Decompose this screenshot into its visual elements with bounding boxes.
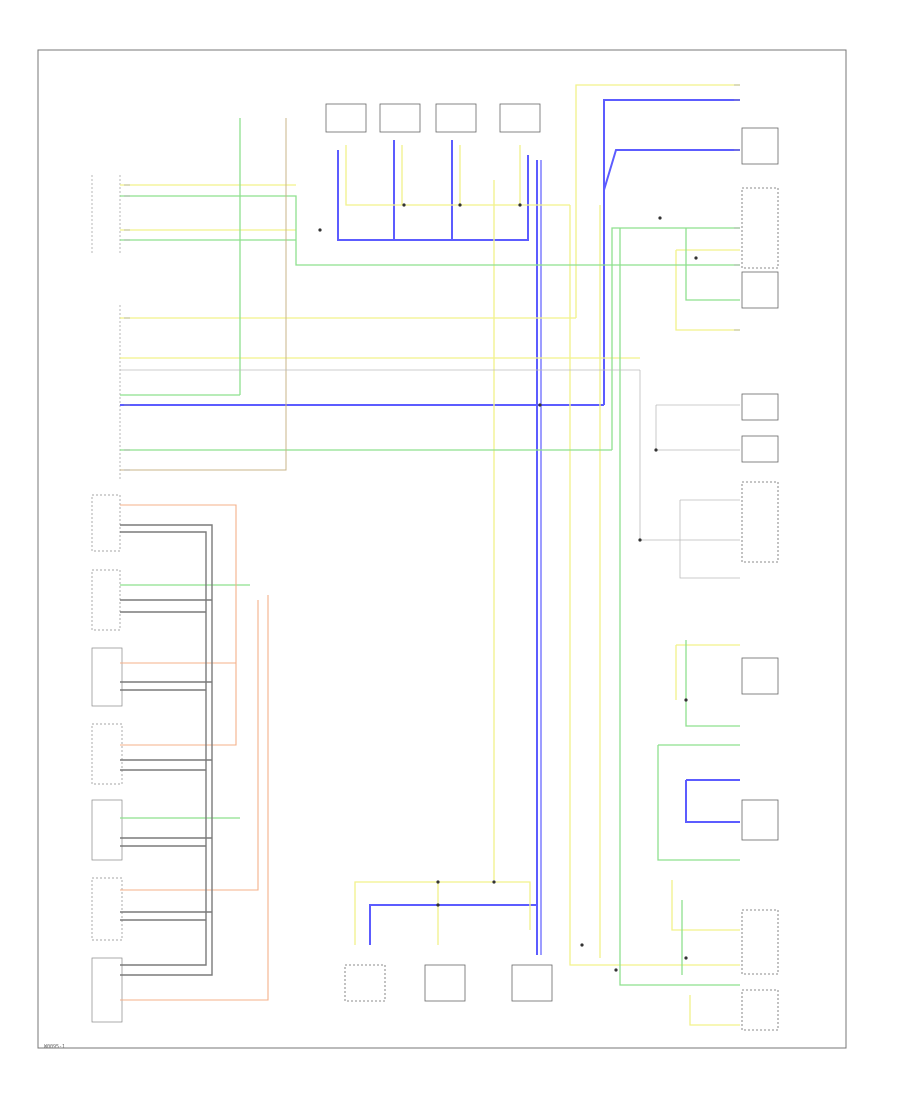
tan-wires [120, 118, 287, 471]
left-module-3 [91, 647, 123, 707]
pin-ticks [124, 84, 740, 471]
bottom-modules [344, 964, 553, 1002]
left-module-5 [91, 799, 123, 861]
footer-code: W0095-1 [44, 1044, 66, 1050]
splice-points [318, 203, 698, 972]
module-box-top-1 [325, 103, 367, 133]
yellow-wires [120, 84, 740, 1026]
left-module-4 [91, 723, 123, 785]
orange-wires [120, 504, 269, 1001]
right-modules [741, 127, 779, 1031]
blue-wires [120, 99, 740, 955]
right-module-5 [741, 435, 779, 463]
diagram-frame [37, 49, 847, 1049]
right-module-6 [741, 481, 779, 563]
bottom-module-1 [344, 964, 386, 1002]
green-wires [120, 118, 740, 986]
module-box-top-3 [435, 103, 477, 133]
left-modules [91, 494, 123, 1023]
gray-wires [120, 524, 213, 976]
left-module-2 [91, 569, 121, 631]
right-module-4 [741, 393, 779, 421]
bottom-module-3 [511, 964, 553, 1002]
module-box-top-2 [379, 103, 421, 133]
signal-lines-right [120, 369, 740, 579]
right-module-3 [741, 271, 779, 309]
right-module-10 [741, 989, 779, 1031]
top-components [325, 103, 541, 133]
left-module-6 [91, 877, 123, 941]
module-box-top-4 [499, 103, 541, 133]
left-module-7 [91, 957, 123, 1023]
connector-top-left [91, 175, 121, 255]
right-module-8 [741, 799, 779, 841]
right-module-9 [741, 909, 779, 975]
bottom-module-2 [424, 964, 466, 1002]
left-module-1 [91, 494, 121, 552]
right-module-7 [741, 657, 779, 695]
right-module-2 [741, 187, 779, 269]
right-module-1 [741, 127, 779, 165]
